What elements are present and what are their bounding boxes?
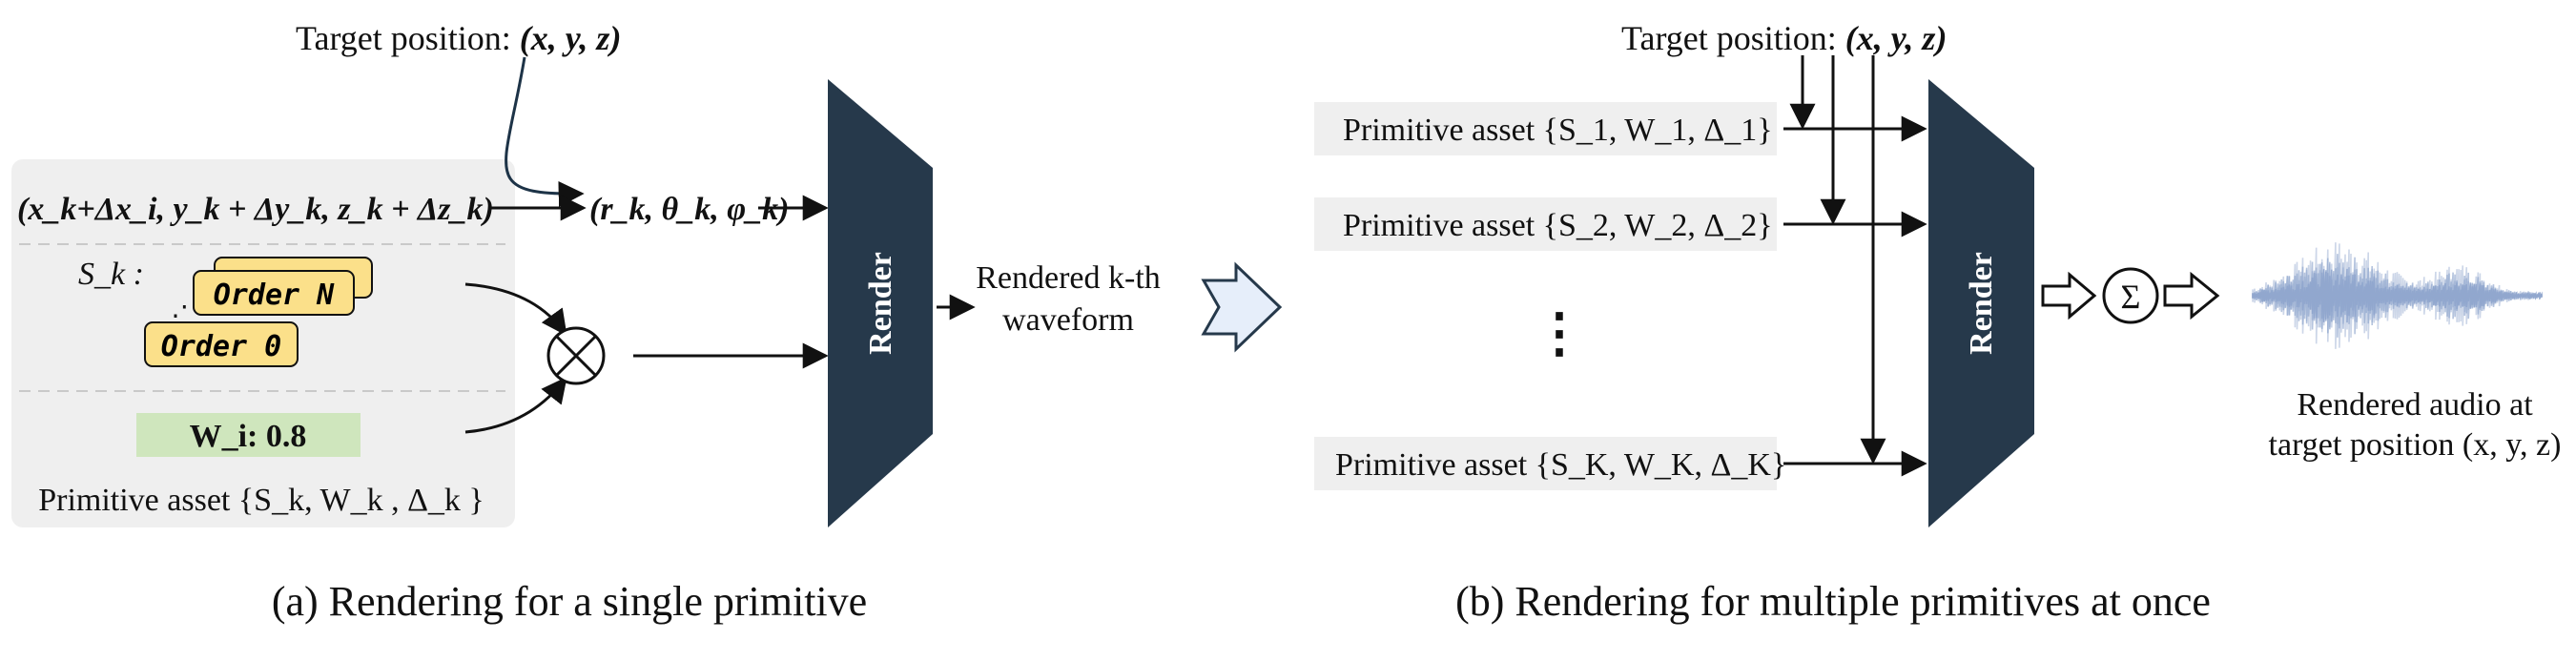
render-block-b: [1928, 79, 2034, 527]
target-position-label-b: Target position: (x, y, z): [1621, 19, 1947, 57]
render-block-a: [828, 79, 933, 527]
asset-bar-k: [1314, 437, 1777, 490]
panel-b: Target position: (x, y, z) Primitive ass…: [1314, 19, 2561, 625]
output-line2-a: waveform: [1002, 302, 1134, 338]
weight-to-multiply-arrow: [464, 376, 567, 434]
render-to-sum-arrow: [2041, 271, 2097, 320]
render-label-b: Render: [1964, 252, 1999, 355]
primitive-asset-label: Primitive asset {S_k, W_k , Δ_k }: [38, 483, 484, 518]
asset-label-k: Primitive asset {S_K, W_K, Δ_K}: [1335, 447, 1786, 483]
sk-label: S_k :: [78, 257, 144, 292]
order-n-label: Order N: [214, 279, 335, 312]
sum-to-waveform-arrow: [2163, 271, 2220, 320]
output-line1-b: Rendered audio at: [2297, 387, 2533, 423]
weight-label: W_i: 0.8: [190, 419, 307, 454]
output-line2-b: target position (x, y, z): [2269, 427, 2562, 463]
ellipsis: ⋮: [1533, 304, 1586, 363]
weight-box: [136, 413, 361, 457]
order-box-0: [144, 321, 299, 367]
polar-expression: (r_k, θ_k, φ_k): [589, 192, 789, 227]
target-to-polar-arrow: [505, 56, 585, 207]
asset-bar-2: [1314, 197, 1777, 251]
caption-a: (a) Rendering for a single primitive: [272, 578, 867, 625]
order-box-n: [193, 270, 355, 316]
asset-bar-1: [1314, 102, 1777, 155]
sk-to-multiply-arrow: [464, 282, 567, 337]
waveform-layer: [2252, 268, 2543, 323]
asset-label-2: Primitive asset {S_2, W_2, Δ_2}: [1343, 208, 1773, 243]
asset-label-1: Primitive asset {S_1, W_1, Δ_1}: [1343, 113, 1773, 148]
sum-symbol: Σ: [2121, 278, 2141, 316]
offset-expression: (x_k+Δx_i, y_k + Δy_k, z_k + Δz_k): [17, 192, 494, 227]
target-position-label-a: Target position: (x, y, z): [296, 19, 621, 57]
audio-waveform: [2252, 242, 2543, 349]
render-label-a: Render: [863, 252, 898, 355]
transition-arrow: [1201, 261, 1283, 353]
caption-b: (b) Rendering for multiple primitives at…: [1455, 578, 2211, 625]
panel-a: Target position: (x, y, z) (x_k+Δx_i, y_…: [11, 19, 1161, 625]
order-0-label: Order 0: [161, 330, 281, 363]
multiply-cross-2: [555, 335, 597, 377]
sum-operator: [2102, 267, 2159, 324]
output-line1-a: Rendered k-th: [976, 260, 1161, 296]
